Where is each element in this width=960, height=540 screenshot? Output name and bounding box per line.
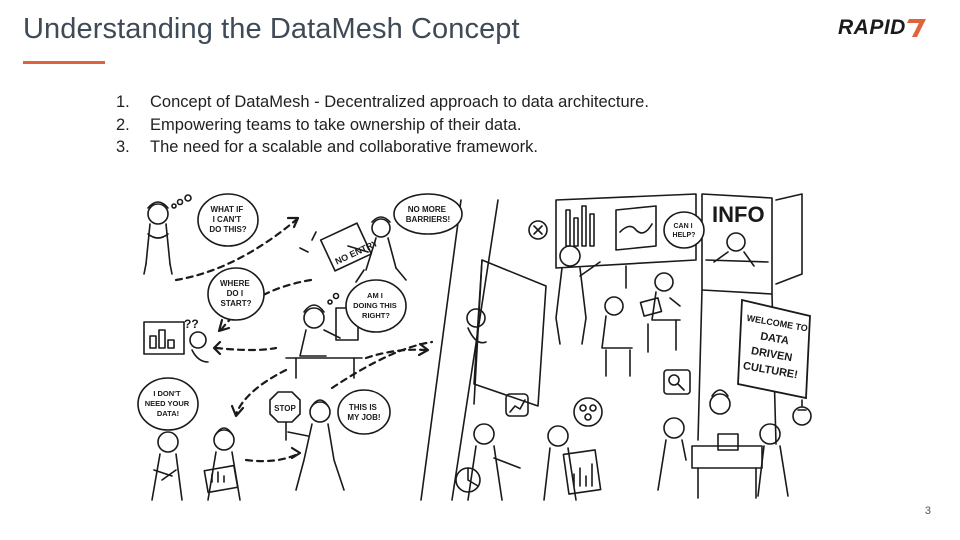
analyst-at-screen-figure: ?? <box>143 317 209 363</box>
svg-text:THIS IS MY JOB!: THIS IS MY JOB! <box>347 403 380 422</box>
bullet-text: The need for a scalable and collaborativ… <box>150 138 538 156</box>
arguing-pair-figure <box>151 427 241 501</box>
bullet-item-1: 1.Concept of DataMesh - Decentralized ap… <box>116 91 649 114</box>
logo-seven-mark-icon <box>906 19 926 37</box>
info-sign-label: INFO <box>712 202 765 227</box>
chart-sharing-pair-figure <box>455 393 603 501</box>
bubble-this-is-my-job: THIS IS MY JOB! <box>337 389 391 435</box>
speech-bubbles: WHAT IF I CAN'T DO THIS? NO MORE BARRIER… <box>137 193 705 435</box>
bubble-i-dont-need-your-data: I DON'T NEED YOUR DATA! <box>137 377 199 431</box>
stop-sign: STOP <box>269 391 301 423</box>
team-meeting-figure <box>555 245 681 377</box>
bullet-item-3: 3.The need for a scalable and collaborat… <box>116 136 649 159</box>
bullet-item-2: 2.Empowering teams to take ownership of … <box>116 114 649 137</box>
logo-text: RAPID <box>838 16 906 39</box>
bubble-can-i-help: CAN I HELP? <box>663 211 705 249</box>
svg-text:STOP: STOP <box>274 404 296 413</box>
svg-text:WHERE DO I STA: WHERE DO I START? <box>220 279 252 308</box>
bullet-list: 1.Concept of DataMesh - Decentralized ap… <box>116 91 649 159</box>
worried-person-figure <box>143 194 192 275</box>
svg-text:??: ?? <box>184 317 199 331</box>
barrier-breaker-figure <box>299 216 407 283</box>
svg-text:WHAT IF I CAN'T: WHAT IF I CAN'T DO THIS? <box>209 205 246 234</box>
bullet-text: Empowering teams to take ownership of th… <box>150 115 522 134</box>
no-entry-sign-label: NO ENTRY <box>333 238 379 267</box>
svg-text:AM I DOING THIS: AM I DOING THIS RIGHT? <box>353 291 399 320</box>
dashboard-board-figure <box>528 193 697 289</box>
bubble-what-if: WHAT IF I CAN'T DO THIS? <box>197 193 259 247</box>
bubble-am-i-doing-this-right: AM I DOING THIS RIGHT? <box>345 279 407 333</box>
svg-text:I DON'T NEED YOUR: I DON'T NEED YOUR DATA! <box>145 389 192 418</box>
bullet-text: Concept of DataMesh - Decentralized appr… <box>150 93 649 111</box>
welcome-sign: WELCOME TO DATA DRIVEN CULTURE! <box>737 298 811 400</box>
slide-title: Understanding the DataMesh Concept <box>23 13 520 45</box>
table-group-figure <box>657 369 812 499</box>
rapid7-logo: RAPID <box>838 16 927 40</box>
svg-text:NO MORE BARRIERS!: NO MORE BARRIERS! <box>406 205 450 224</box>
datamesh-sketch-illustration: ?? <box>137 193 812 501</box>
bubble-no-more-barriers: NO MORE BARRIERS! <box>393 193 463 235</box>
open-door-figure <box>466 259 547 407</box>
bubble-where-do-i-start: WHERE DO I START? <box>207 267 265 321</box>
title-underline <box>23 61 105 64</box>
svg-text:CAN I HELP?: CAN I HELP? <box>673 223 696 239</box>
page-number: 3 <box>924 505 931 517</box>
desk-worker-figure <box>285 292 363 379</box>
